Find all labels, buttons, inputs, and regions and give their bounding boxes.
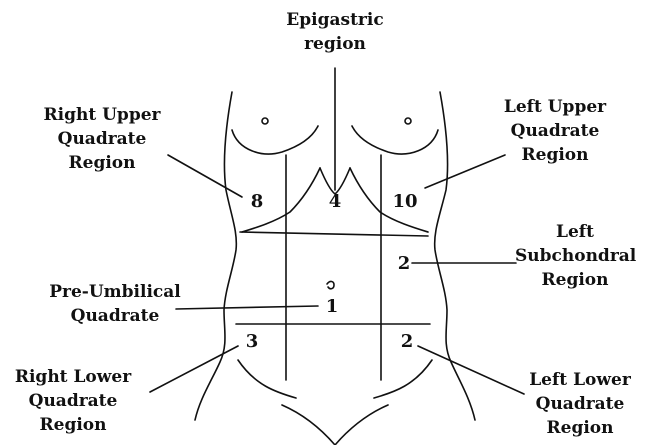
leader-right-lower [150, 346, 238, 392]
leader-pre-umbilical [176, 306, 318, 309]
region-number-right-upper: 8 [243, 192, 271, 212]
region-number-epigastric: 4 [321, 192, 349, 212]
groin-line [282, 405, 335, 445]
groin-line-right [335, 405, 388, 445]
navel [327, 281, 334, 288]
right-breast [352, 126, 438, 154]
horizontal-line-upper [240, 232, 428, 236]
label-epigastric: Epigastric region [285, 8, 385, 56]
pelvis-right [374, 360, 432, 398]
region-number-left-subchondral: 2 [390, 254, 418, 274]
region-number-pre-umbilical: 1 [318, 297, 346, 317]
region-number-right-lower: 3 [238, 332, 266, 352]
label-left-upper: Left Upper Quadrate Region [490, 95, 620, 167]
left-torso-edge [195, 92, 236, 420]
right-nipple [405, 118, 411, 124]
label-right-upper: Right Upper Quadrate Region [37, 103, 167, 175]
label-left-subchondral: Left Subchondral Region [515, 220, 635, 292]
left-breast [232, 126, 318, 154]
pelvis-left [238, 360, 296, 398]
right-torso-edge [435, 92, 475, 420]
leader-left-lower [418, 346, 524, 394]
region-number-left-upper: 10 [391, 192, 419, 212]
label-pre-umbilical: Pre-Umbilical Quadrate [35, 280, 195, 328]
leader-right-upper [168, 155, 242, 197]
left-nipple [262, 118, 268, 124]
label-right-lower: Right Lower Quadrate Region [8, 365, 138, 437]
region-number-left-lower: 2 [393, 332, 421, 352]
label-left-lower: Left Lower Quadrate Region [515, 368, 645, 440]
